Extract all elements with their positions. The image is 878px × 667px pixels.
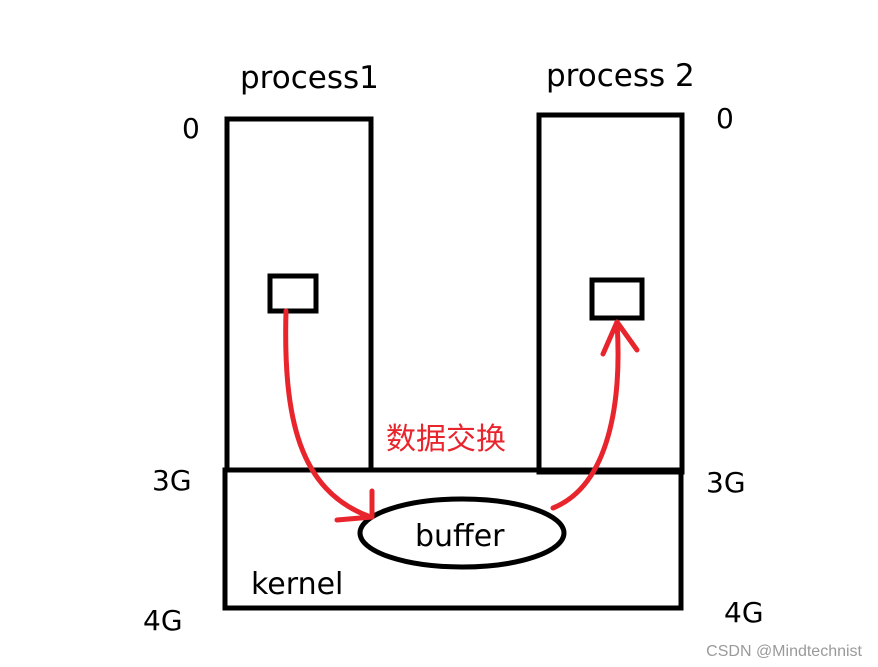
arrow-buffer-to-process2 [550,319,621,511]
left-address-3g: 3G [152,464,192,497]
arrowhead-to-buffer [334,488,375,523]
right-address-3g: 3G [706,466,746,499]
process1-address-0: 0 [182,112,200,145]
process1-label: process1 [240,60,379,96]
process1-data-block [267,273,319,314]
process1-box [224,116,374,473]
process2-address-0: 0 [716,102,734,135]
watermark: CSDN @Mindtechnist [706,643,862,660]
kernel-label: kernel [251,567,343,602]
arrowhead-to-process2 [600,319,640,357]
arrow-process1-to-buffer [283,308,371,519]
process2-label: process 2 [546,58,695,94]
kernel-box [222,467,684,611]
buffer-ellipse [357,496,567,570]
right-address-4g: 4G [724,596,764,629]
left-address-4g: 4G [143,604,183,637]
buffer-label: buffer [415,519,505,554]
process2-data-block [589,277,645,321]
data-exchange-label: 数据交换 [386,422,506,457]
